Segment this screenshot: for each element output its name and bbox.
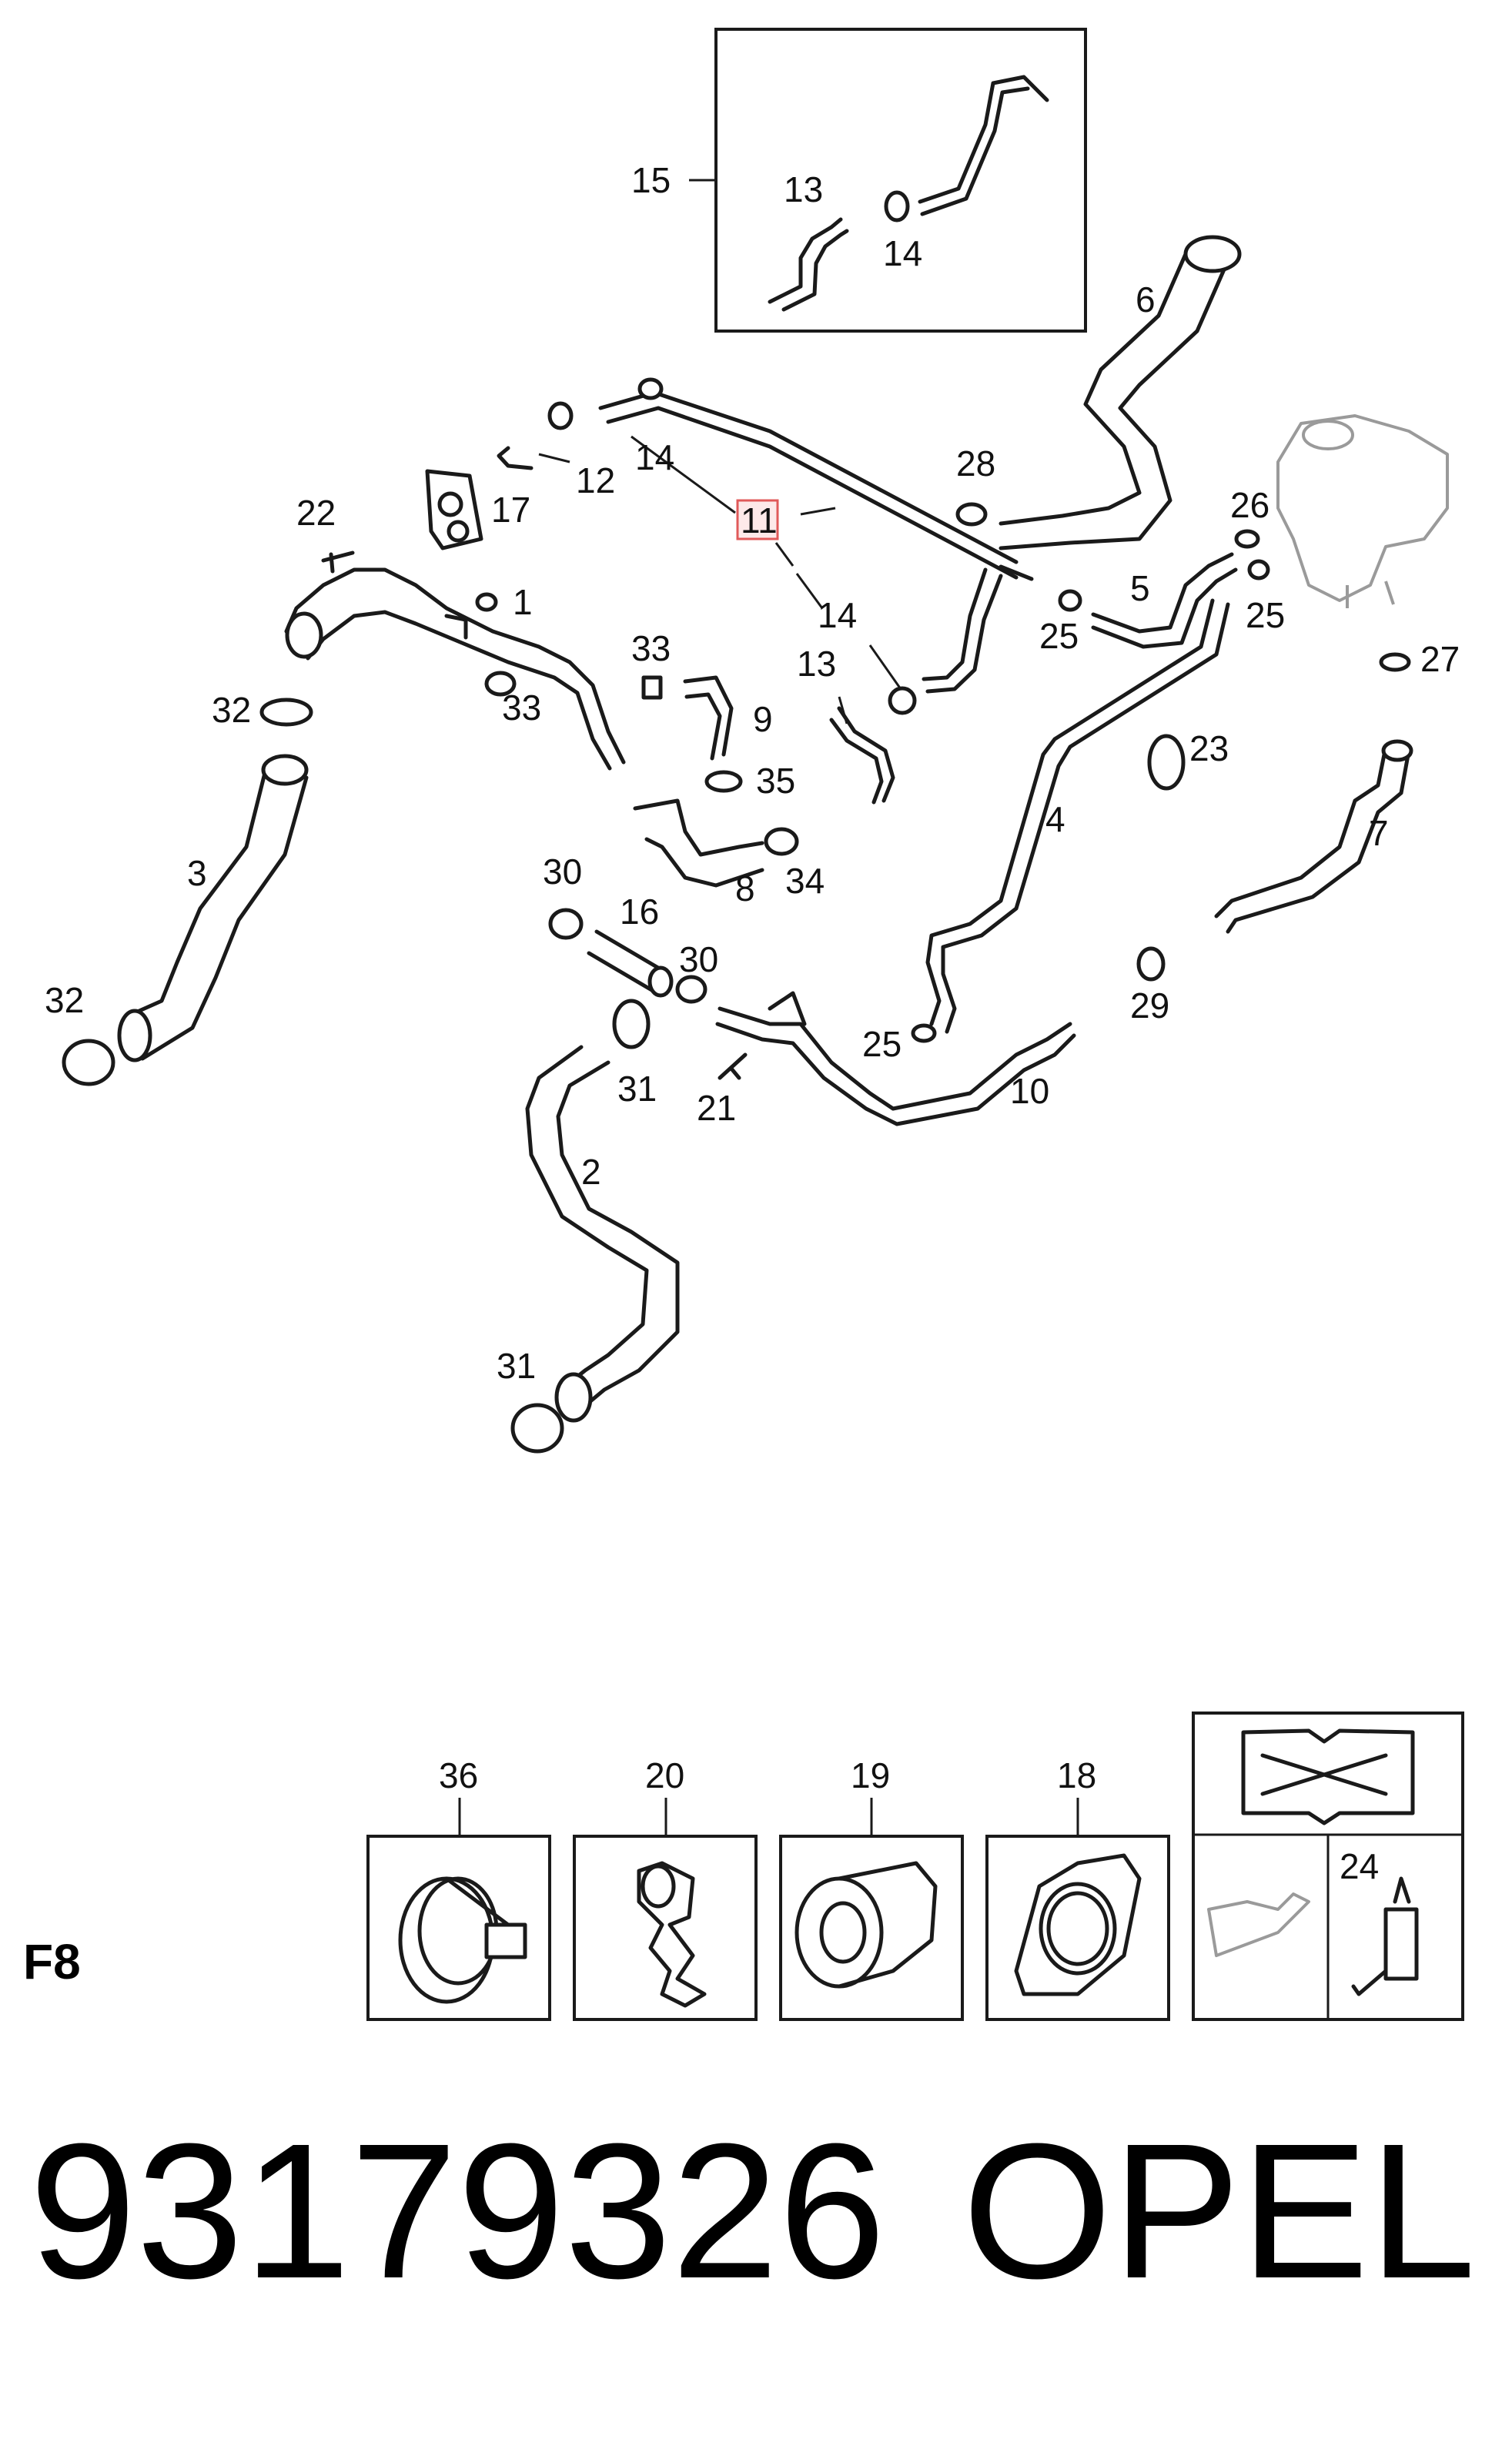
leader-lines (538, 435, 902, 724)
gasket-17 (425, 469, 483, 550)
thermostat-housing-1 (284, 567, 626, 771)
callout-12: 12 (576, 460, 615, 500)
callout-2: 2 (581, 1152, 601, 1192)
clamp-30-a (548, 908, 584, 940)
callout-11-highlight (736, 499, 779, 540)
clamp-25-b (1247, 559, 1270, 581)
callout-11: 11 (741, 500, 778, 540)
callout-17: 17 (491, 490, 530, 530)
callout-23: 23 (1189, 728, 1229, 768)
inset-box-15 (689, 28, 1087, 333)
clamp-35 (704, 770, 743, 793)
callout-13: 13 (797, 644, 836, 684)
hose-16 (587, 929, 674, 998)
callout-labels: 15 13 14 6 14 12 11 28 17 22 1 26 5 25 2… (45, 160, 1460, 1386)
callout-22: 22 (296, 493, 336, 533)
callout-14: 14 (635, 437, 674, 477)
callout-27: 27 (1420, 639, 1460, 679)
clamp-14 (547, 401, 574, 430)
hose-9 (683, 675, 734, 761)
callout-1: 1 (513, 582, 533, 622)
brand-name: OPEL (962, 2103, 1476, 2318)
callout-28: 28 (956, 443, 995, 484)
callout-33: 33 (502, 688, 541, 728)
callout-8: 8 (735, 868, 755, 908)
callout-14: 14 (818, 595, 857, 635)
clamp-32-lower (62, 1039, 115, 1086)
callout-15: 15 (631, 160, 671, 200)
callout-32: 32 (212, 690, 251, 730)
callout-13: 13 (784, 169, 823, 209)
callout-29: 29 (1130, 985, 1169, 1026)
hose-7 (1214, 739, 1413, 934)
callout-25: 25 (862, 1024, 902, 1064)
detail-box-20: 20 (573, 1755, 758, 2021)
clamp-26 (1234, 529, 1260, 549)
hose-13-edge (829, 718, 884, 805)
detail-box-18: 18 (985, 1755, 1170, 2021)
callout-4: 4 (1045, 799, 1065, 839)
callout-21: 21 (697, 1088, 736, 1128)
callout-14: 14 (883, 233, 922, 273)
expansion-tank (1276, 414, 1449, 608)
part-number: 93179326 (29, 2103, 885, 2318)
hose-6 (999, 235, 1242, 550)
detail-box-36: 36 (366, 1755, 551, 2021)
clamp-27 (1379, 652, 1411, 672)
clamp-25-a (1058, 589, 1082, 612)
callout-10: 10 (1010, 1071, 1049, 1111)
detail-label-20: 20 (645, 1755, 684, 1795)
hose-5 (1091, 552, 1238, 649)
book-wrench-icon (1241, 1728, 1415, 1825)
clamp-23 (1147, 734, 1186, 791)
callout-32: 32 (45, 980, 84, 1020)
callout-31: 31 (497, 1346, 536, 1386)
detail-label-18: 18 (1057, 1755, 1096, 1795)
clamp-31-upper (612, 999, 651, 1049)
callout-3: 3 (187, 853, 207, 893)
clamp-29 (1136, 946, 1166, 982)
pipe-4 (925, 598, 1230, 1034)
callout-30: 30 (679, 939, 718, 979)
pipe-10 (715, 991, 1076, 1126)
callout-5: 5 (1130, 568, 1150, 608)
clamp-33-a (641, 675, 663, 700)
clamp-34 (764, 827, 799, 856)
callout-9: 9 (753, 699, 773, 739)
bolt-21 (718, 1052, 748, 1080)
clamp-32-upper (259, 698, 313, 727)
detail-box-19: 19 (779, 1755, 964, 2021)
detail-label-19: 19 (851, 1755, 890, 1795)
clamp-25-c (911, 1023, 937, 1043)
hose-13 (837, 706, 895, 803)
bolt-22 (321, 550, 355, 574)
callout-16: 16 (620, 892, 659, 932)
clamp-33-b (484, 671, 517, 697)
callout-6: 6 (1136, 279, 1156, 320)
hose-2 (525, 1045, 680, 1423)
callout-7: 7 (1369, 813, 1389, 853)
callout-25: 25 (1039, 616, 1079, 656)
callout-25: 25 (1246, 595, 1285, 635)
callout-31: 31 (617, 1069, 657, 1109)
label-24: 24 (1340, 1846, 1379, 1886)
pipe-assembly-11 (598, 377, 1034, 715)
manual-box: 24 (1192, 1712, 1464, 2021)
hose-12 (497, 446, 534, 470)
callout-35: 35 (756, 761, 795, 801)
section-code: F8 (23, 1934, 81, 1989)
hose-3 (117, 754, 309, 1062)
callout-26: 26 (1230, 485, 1269, 525)
callout-34: 34 (785, 861, 825, 901)
hose-8 (633, 798, 764, 888)
clamp-28 (955, 502, 988, 527)
oil-can-icon (1207, 1892, 1310, 1957)
callout-33: 33 (631, 628, 671, 668)
detail-label-36: 36 (439, 1755, 478, 1795)
clamp-31-lower (510, 1403, 564, 1454)
tube-icon (1351, 1876, 1419, 1996)
clamp-30-b (675, 975, 707, 1004)
callout-30: 30 (543, 852, 582, 892)
